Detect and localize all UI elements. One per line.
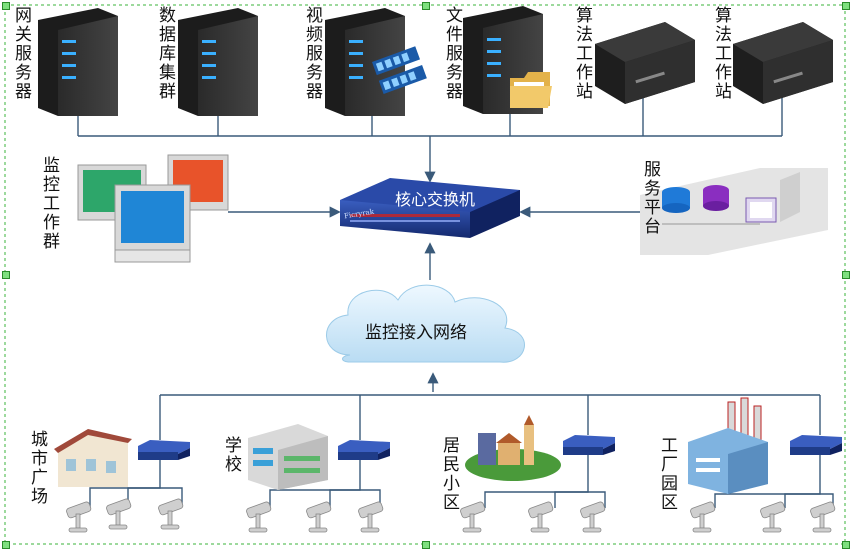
camera-icon	[306, 501, 332, 533]
camera-icon	[66, 501, 92, 533]
building-icons	[54, 397, 768, 494]
database-cluster-label: 数据库集群	[155, 6, 175, 101]
camera-icon	[158, 498, 184, 530]
camera-icon	[580, 501, 606, 533]
core-switch-label: 核心交换机	[395, 190, 476, 209]
resize-handle-br[interactable]	[842, 541, 850, 549]
resize-handle-mr[interactable]	[842, 271, 850, 279]
camera-icon	[810, 501, 836, 533]
city-plaza-label: 城市广场	[27, 430, 47, 506]
access-network-label: 监控接入网络	[365, 323, 467, 343]
camera-icon	[106, 498, 132, 530]
camera-icons	[66, 498, 836, 533]
camera-icon	[460, 501, 486, 533]
video-film-icon	[372, 46, 427, 94]
core-switch-icon	[340, 178, 520, 238]
access-network-cloud	[326, 284, 525, 363]
service-platform-icon	[640, 168, 828, 255]
top-bus-lines	[77, 95, 783, 392]
residential-area-label: 居民小区	[439, 436, 459, 512]
algorithm-workstation-label-2: 算法工作站	[711, 6, 731, 101]
resize-handle-bl[interactable]	[2, 541, 10, 549]
resize-handle-tl[interactable]	[2, 2, 10, 10]
resize-handle-tr[interactable]	[842, 2, 850, 10]
algorithm-workstation-label-1: 算法工作站	[572, 6, 592, 101]
industrial-park-label: 工厂园区	[657, 436, 677, 512]
camera-icon	[358, 501, 384, 533]
camera-icon	[528, 501, 554, 533]
school-label: 学校	[221, 436, 241, 474]
resize-handle-ml[interactable]	[2, 271, 10, 279]
video-server-label: 视频服务器	[302, 6, 322, 101]
workstation-icons	[595, 22, 833, 104]
file-server-label: 文件服务器	[442, 6, 462, 101]
resize-handle-bc[interactable]	[422, 541, 430, 549]
resize-handle-tc[interactable]	[422, 2, 430, 10]
monitor-group-icon	[77, 154, 229, 263]
folder-icon	[510, 72, 552, 108]
gateway-server-label: 网关服务器	[11, 6, 31, 101]
bottom-bus-lines	[89, 394, 834, 510]
edge-switch-icons	[138, 435, 842, 460]
camera-icon	[760, 501, 786, 533]
monitor-group-label: 监控工作群	[39, 156, 59, 251]
camera-icon	[690, 501, 716, 533]
service-platform-label: 服务平台	[640, 160, 660, 236]
server-tower-icons	[38, 6, 543, 116]
camera-icon	[246, 501, 272, 533]
